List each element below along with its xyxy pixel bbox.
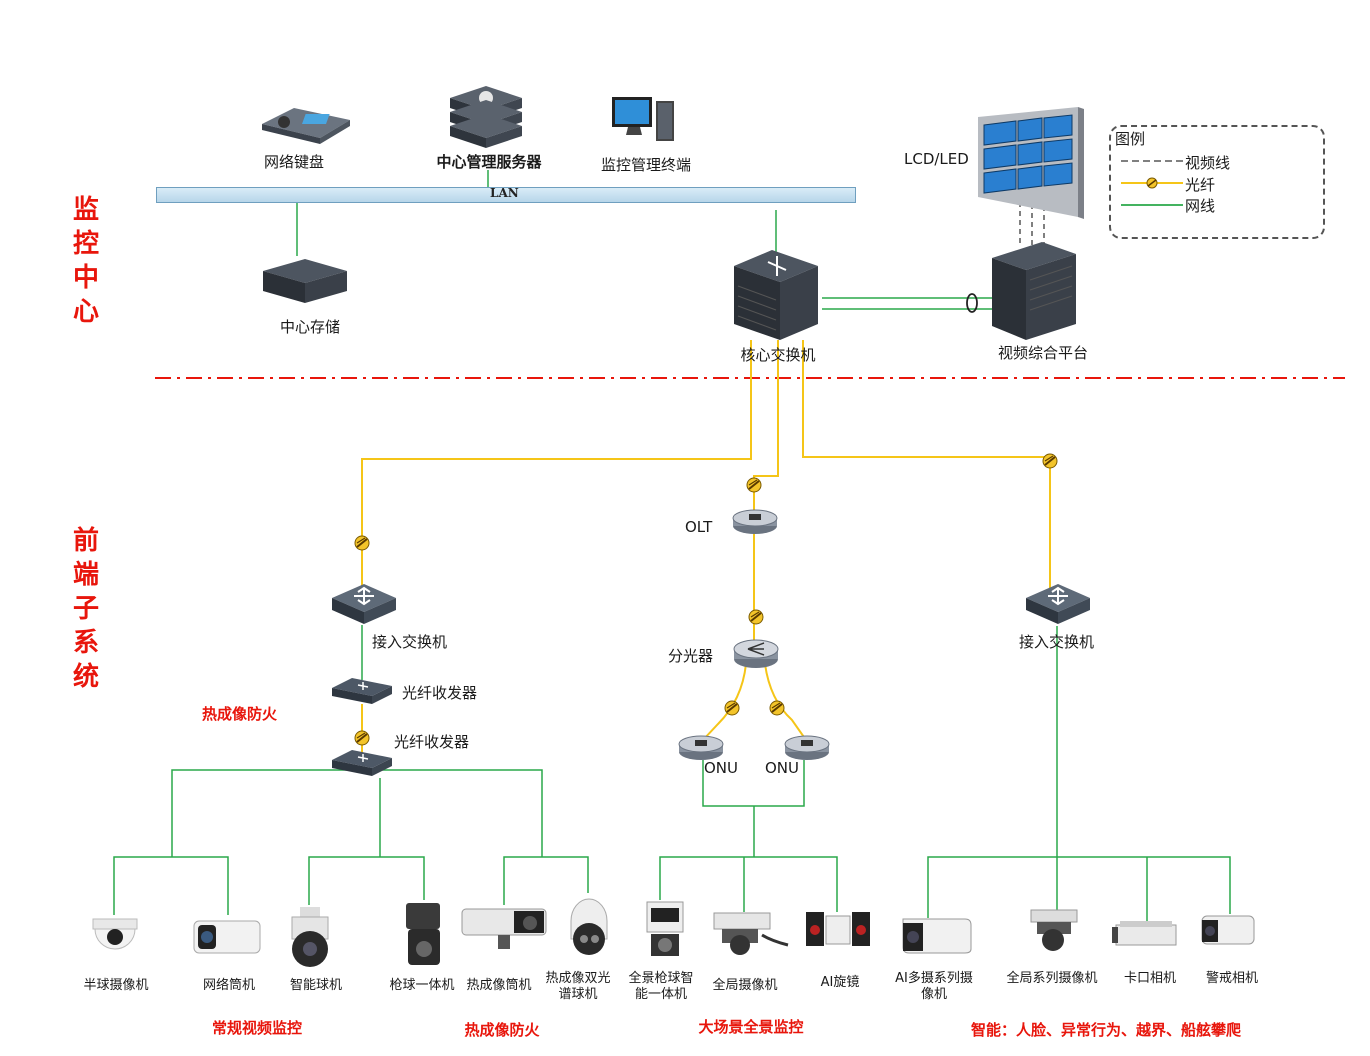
video-wall-label: LCD/LED [904,150,969,168]
bullet-dome-combo-icon [406,903,440,965]
thermal-fire-label: 热成像防火 [202,705,278,723]
camera-label: 全局系列摄像机 [1006,971,1098,986]
alert-camera-icon [1201,915,1255,945]
terminal-label: 监控管理终端 [600,156,692,174]
core-switch-icon [734,250,818,340]
bullet-camera-icon [193,920,261,954]
center-wires [296,170,1045,313]
section-title-char: 系 [72,628,99,658]
camera-label-line: AI多摄系列摄 [895,971,973,986]
camera-label: 卡口相机 [1123,971,1177,986]
camera-label: 热成像双光 谱球机 [545,971,610,1003]
video-platform-icon [992,242,1076,340]
section-front-title: 前端子系统 [68,524,104,694]
onu-1-label: ONU [704,759,739,777]
speed-dome-icon [291,907,329,967]
thermal-bullet-icon [461,908,547,949]
camera-label-line: 能一体机 [634,987,688,1002]
splitter-icon [733,639,779,668]
onu-1-icon [678,735,724,761]
global-camera-icon [713,912,789,955]
thermal-dome-icon [570,898,608,955]
camera-label: 全景枪球智 能一体机 [628,971,693,1003]
transceiver-2-label: 光纤收发器 [394,733,470,751]
section-title-char: 统 [72,662,99,692]
ai-rotary-icon [806,912,870,946]
section-title-char: 心 [72,297,99,327]
onu-2-label: ONU [765,759,800,777]
lan-bus [156,187,856,203]
legend-swatches [1121,160,1183,206]
video-platform-label: 视频综合平台 [997,344,1089,362]
camera-label: 热成像筒机 [466,978,532,993]
olt-icon [732,509,778,535]
splitter-label: 分光器 [668,647,714,665]
transceiver-1-icon [331,677,393,705]
camera-label: 智能球机 [289,978,343,993]
storage-label: 中心存储 [279,318,341,336]
camera-label: 半球摄像机 [83,978,149,993]
section-title-char: 中 [72,263,99,293]
camera-label: AI多摄系列摄 像机 [895,971,973,1003]
legend-net-line: 网线 [1185,197,1216,215]
section-title-char: 监 [72,195,99,225]
camera-label-line: 像机 [920,987,948,1002]
keyboard-label: 网络键盘 [263,153,325,171]
storage-icon [263,259,347,303]
panoramic-combo-icon [646,901,684,956]
section-title-char: 子 [72,594,99,624]
camera-label: 全局摄像机 [712,978,778,993]
access-switch-left-icon [331,583,397,625]
onu-2-icon [784,735,830,761]
access-switch-left-label: 接入交换机 [372,633,448,651]
group-smart-label: 智能：人脸、异常行为、越界、船舷攀爬 [970,1021,1242,1039]
fiber-lines [361,340,1051,756]
camera-label: 枪球一体机 [389,978,455,993]
transceiver-2-icon [331,749,393,777]
legend-fiber: 光纤 [1185,176,1216,194]
group-regular-label: 常规视频监控 [211,1019,303,1037]
camera-label: 网络筒机 [202,978,256,993]
keyboard-icon [262,108,350,144]
legend: 图例 视频线 光纤 网线 [1109,125,1325,239]
server-label: 中心管理服务器 [436,153,542,171]
video-wall-icon [978,107,1084,219]
camera-label: 警戒相机 [1205,971,1259,986]
section-center-title: 监控中心 [68,193,104,329]
section-title-char: 前 [72,526,99,556]
camera-label-line: 热成像双光 [545,971,611,986]
camera-label-line: 谱球机 [558,987,598,1002]
lan-label: LAN [490,186,519,200]
access-switch-right-icon [1025,583,1091,625]
transceiver-1-label: 光纤收发器 [402,684,478,702]
front-net-lines [113,625,1231,924]
terminal-icon [612,97,674,141]
dome-camera-icon [92,918,138,950]
global-series-camera-icon [1030,909,1078,951]
checkpoint-camera-icon [1112,921,1177,946]
camera-label: AI旋镜 [820,975,860,990]
legend-video-line: 视频线 [1185,154,1231,172]
legend-title: 图例 [1115,130,1146,148]
camera-label-line: 全景枪球智 [628,971,694,986]
olt-label: OLT [685,518,713,536]
section-title-char: 控 [72,229,99,259]
section-title-char: 端 [72,560,99,590]
group-panorama-label: 大场景全景监控 [698,1018,804,1036]
core-switch-label: 核心交换机 [740,346,816,364]
server-icon [450,86,522,148]
access-switch-right-label: 接入交换机 [1019,633,1095,651]
group-thermal-label: 热成像防火 [464,1021,540,1039]
ai-multi-sensor-icon [902,918,972,954]
